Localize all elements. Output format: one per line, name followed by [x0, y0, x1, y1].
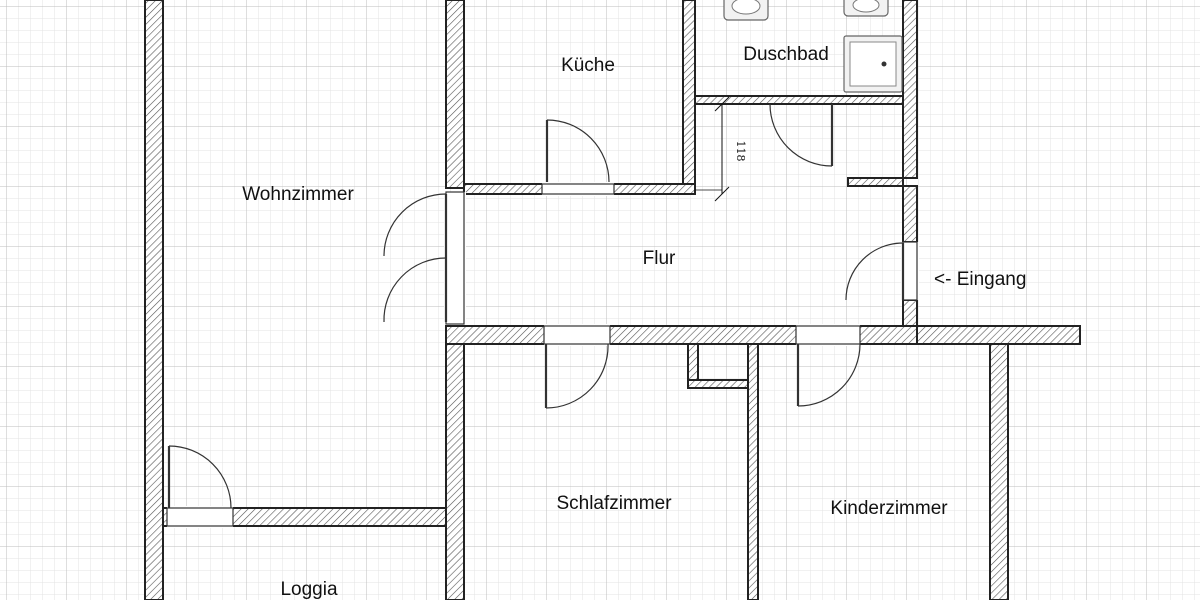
- dimension-line: 118: [695, 96, 747, 202]
- room-label-duschbad: Duschbad: [743, 44, 829, 65]
- room-label-loggia: Loggia: [280, 579, 337, 600]
- washbasin-icon: [723, 0, 769, 21]
- doors: [166, 103, 918, 527]
- room-label-kinderzimmer: Kinderzimmer: [830, 498, 948, 519]
- room-label-flur: Flur: [643, 248, 676, 269]
- entrance-label: <- Eingang: [934, 269, 1026, 290]
- shower-tray-icon: [843, 35, 903, 93]
- room-label-wohnzimmer: Wohnzimmer: [242, 184, 354, 205]
- dimension-label: 118: [734, 141, 747, 162]
- toilet-icon: [843, 0, 889, 17]
- room-label-kueche: Küche: [561, 55, 615, 76]
- bathroom-fixtures: [723, 0, 903, 93]
- room-labels: Küche Duschbad Wohnzimmer Flur <- Eingan…: [242, 44, 1026, 600]
- room-label-schlafzimmer: Schlafzimmer: [556, 493, 672, 514]
